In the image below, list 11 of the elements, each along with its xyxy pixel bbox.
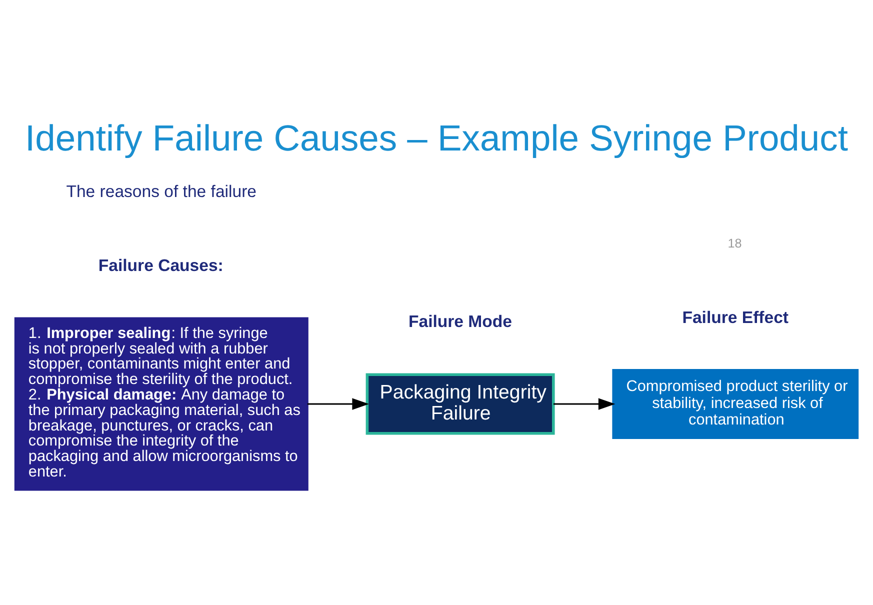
label: The reasons of the failure [66,182,256,201]
node-box: 1. Improper sealing: If the syringe is not properly sealed with a rubber stopper, contaminants might enter and compromise the sterility of the product. 2. Physical damage: Any damage to the primary packaging material, such as breakage, punctures, or cracks, can compromise the integrity of the packaging and allow microorganisms to enter. [14,317,308,491]
label: Failure Mode [408,312,512,332]
label: Failure Causes: [98,256,224,276]
label: 18 [728,236,742,250]
arrow [307,398,369,410]
diagram-title: Identify Failure Causes – Example Syringe Product [25,117,848,158]
arrow [554,398,616,410]
label: Failure Effect [682,308,789,327]
node-box: Compromised product sterility or stability, increased risk of contamination [612,369,859,439]
node-box: Packaging Integrity Failure [366,373,555,435]
